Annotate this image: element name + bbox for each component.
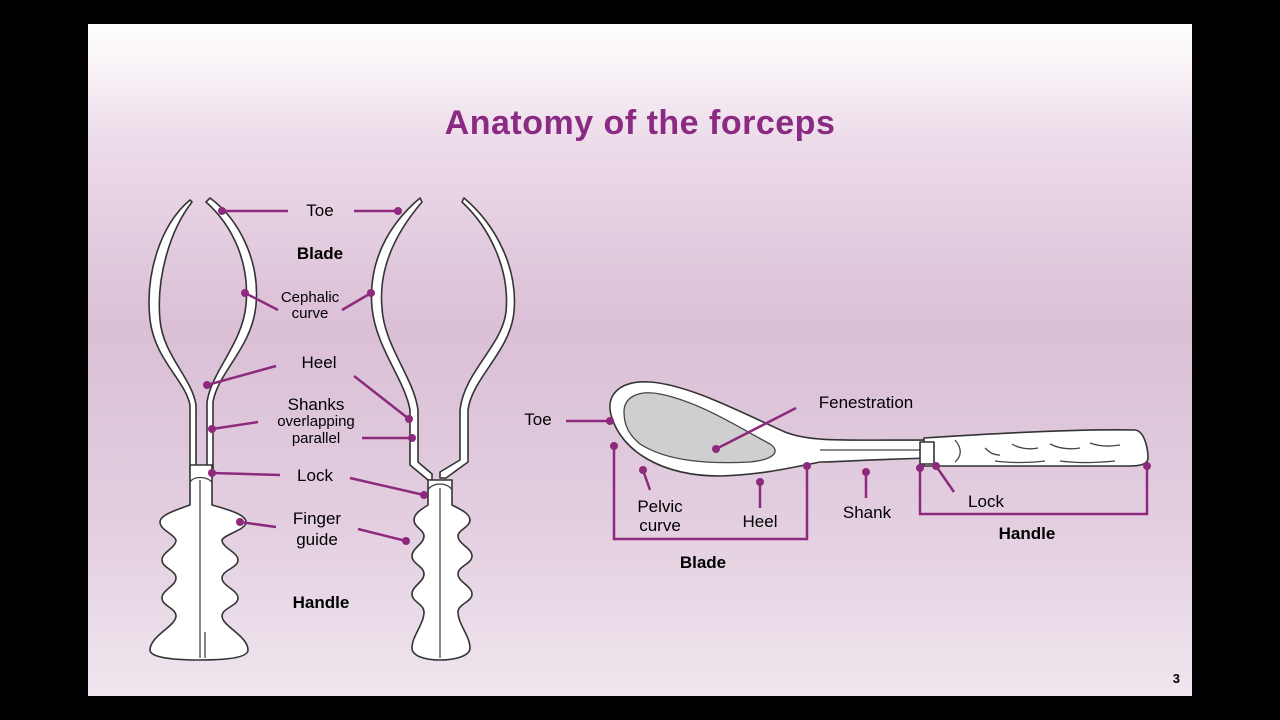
right-shank-label: Shank bbox=[843, 503, 892, 522]
right-pelvic-label-2: curve bbox=[639, 516, 681, 535]
left-lock-label: Lock bbox=[297, 466, 333, 485]
right-handle-label: Handle bbox=[999, 524, 1056, 543]
slide-title: Anatomy of the forceps bbox=[444, 104, 836, 142]
left-pair1-blade-left bbox=[148, 199, 197, 471]
right-pelvic-label-1: Pelvic bbox=[637, 497, 683, 516]
left-blade-label: Blade bbox=[297, 244, 343, 263]
left-finger-label-1: Finger bbox=[293, 509, 342, 528]
right-heel-label: Heel bbox=[743, 512, 778, 531]
right-annotations: Toe Fenestration Pelvic curve Heel Shank… bbox=[524, 393, 1151, 572]
left-annotations: Toe Blade Cephalic curve Heel Shanks ove… bbox=[203, 201, 428, 612]
slide: Anatomy of the forceps Toe Blade bbox=[88, 24, 1192, 696]
page-number: 3 bbox=[1172, 671, 1180, 686]
left-cephalic-label-2: curve bbox=[292, 305, 329, 322]
side-fenestration bbox=[623, 392, 776, 464]
side-lock bbox=[919, 441, 935, 465]
forceps-left-pair-2 bbox=[370, 197, 516, 661]
left-pair1-blade-right bbox=[205, 197, 258, 471]
right-toe-label: Toe bbox=[524, 410, 551, 429]
left-shanks-label-3: parallel bbox=[292, 430, 340, 447]
right-fenestration-label: Fenestration bbox=[819, 393, 914, 412]
forceps-side-view bbox=[609, 381, 1149, 477]
right-lock-label: Lock bbox=[968, 492, 1004, 511]
left-shanks-label-1: Shanks bbox=[288, 395, 345, 414]
left-shanks-label-2: overlapping bbox=[277, 413, 355, 430]
left-toe-label: Toe bbox=[306, 201, 333, 220]
forceps-diagram: Toe Blade Cephalic curve Heel Shanks ove… bbox=[148, 197, 1151, 661]
left-pair2-handle bbox=[411, 479, 473, 661]
left-pair2-blade-right bbox=[439, 197, 516, 479]
left-handle-label: Handle bbox=[293, 593, 350, 612]
blade-bracket bbox=[612, 446, 809, 541]
left-cephalic-label-1: Cephalic bbox=[281, 289, 340, 306]
left-heel-label: Heel bbox=[302, 353, 337, 372]
forceps-left-pair-1 bbox=[148, 197, 258, 661]
left-finger-label-2: guide bbox=[296, 530, 338, 549]
left-pair1-handle bbox=[149, 464, 249, 661]
handle-bracket bbox=[918, 466, 1149, 516]
right-blade-label: Blade bbox=[680, 553, 726, 572]
